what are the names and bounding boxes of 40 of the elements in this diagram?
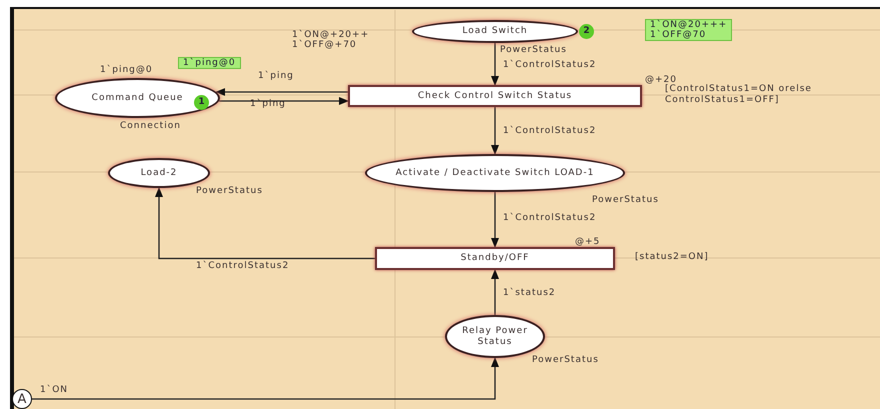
annotation-text: PowerStatus	[196, 185, 263, 198]
annotation-text: PowerStatus	[532, 354, 599, 367]
arc-arrow	[491, 192, 499, 248]
edge-label: 1`ping	[250, 98, 286, 111]
edge-label: 1`ControlStatus2	[503, 212, 596, 225]
edge-label: 1`status2	[503, 287, 556, 300]
edge-label: 1`ControlStatus2	[503, 125, 596, 138]
marking-label: 1`ON@20+++ 1`OFF@70	[645, 19, 732, 41]
annotation-text: @+5	[575, 236, 600, 249]
port-letter: A	[18, 392, 26, 406]
marking-label: 1`ping@0	[178, 57, 241, 69]
annotation-text: Connection	[120, 120, 181, 133]
annotation-text: PowerStatus	[592, 194, 659, 207]
arc-arrow	[32, 357, 499, 400]
transition-box	[375, 247, 615, 270]
transition-box	[348, 85, 642, 107]
annotation-text: [status2=ON]	[635, 251, 709, 264]
annotation-text: 1`ON@+20++ 1`OFF@+70	[292, 30, 370, 50]
arc-arrow	[215, 88, 348, 96]
arc-arrow	[155, 187, 375, 260]
node-label: Command Queue	[90, 92, 184, 104]
token-count-badge: 1	[194, 95, 209, 110]
node-label: Relay Power Status	[461, 326, 529, 348]
annotation-text: PowerStatus	[500, 44, 567, 57]
guard-text: [ControlStatus1=ON orelse ControlStatus1=OFF]	[665, 84, 813, 106]
annotation-text: 1`ping@0	[100, 64, 153, 77]
node-label: Standby/OFF	[460, 253, 530, 264]
arc-arrow	[219, 97, 349, 105]
edge-label: 1`ControlStatus2	[196, 260, 290, 273]
edge-label: 1`ControlStatus2	[503, 59, 596, 72]
node-label: Load-2	[140, 168, 178, 178]
node-label: Load Switch	[461, 26, 529, 37]
arc-arrow	[491, 43, 499, 86]
node-label: Activate / Deactivate Switch LOAD-1	[394, 168, 596, 178]
arc-arrow	[491, 269, 499, 315]
arc-arrow	[491, 107, 499, 155]
edge-label: 1`ping	[258, 70, 294, 83]
edge-label: 1`ON	[40, 384, 68, 397]
annotation-text: @+20	[645, 74, 677, 85]
node-label: Check Control Switch Status	[416, 90, 574, 102]
